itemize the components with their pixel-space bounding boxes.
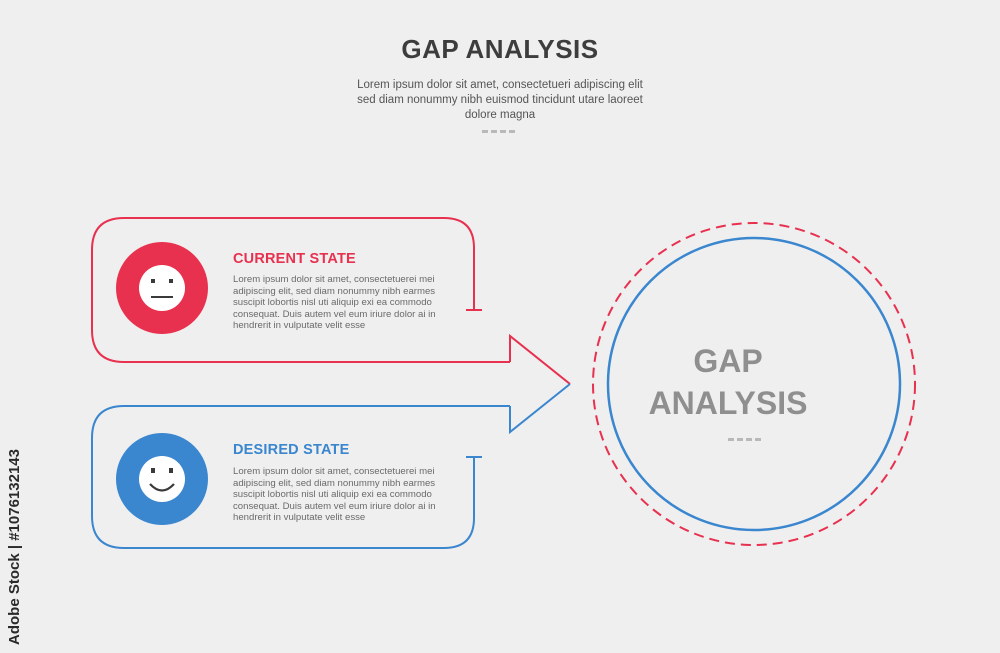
center-divider-dots: [728, 438, 761, 441]
outer-dashed-circle: [592, 222, 916, 546]
smiling-face-icon: [116, 433, 208, 525]
current-state-body: Lorem ipsum dolor sit amet, consectetuer…: [233, 274, 436, 332]
title-divider-dots: [482, 130, 515, 133]
stock-watermark: Adobe Stock | #1076132143: [4, 415, 30, 653]
desired-state-frame: [91, 405, 510, 549]
center-label-line2: ANALYSIS: [648, 385, 808, 421]
stock-watermark-text: Adobe Stock | #1076132143: [6, 449, 23, 645]
arrow-head-blue: [509, 383, 571, 435]
desired-state-title: DESIRED STATE: [233, 442, 350, 458]
center-label: GAP ANALYSIS: [600, 340, 856, 424]
inner-circle: [606, 236, 902, 532]
page-title: GAP ANALYSIS: [401, 34, 599, 64]
current-state-title: CURRENT STATE: [233, 251, 356, 267]
page-subtitle: Lorem ipsum dolor sit amet, consectetuer…: [357, 79, 643, 121]
current-state-frame: [91, 217, 510, 363]
neutral-face-icon: [116, 242, 208, 334]
desired-state-body: Lorem ipsum dolor sit amet, consectetuer…: [233, 466, 436, 524]
arrow-head-red: [509, 333, 571, 385]
center-label-line1: GAP: [693, 343, 763, 379]
